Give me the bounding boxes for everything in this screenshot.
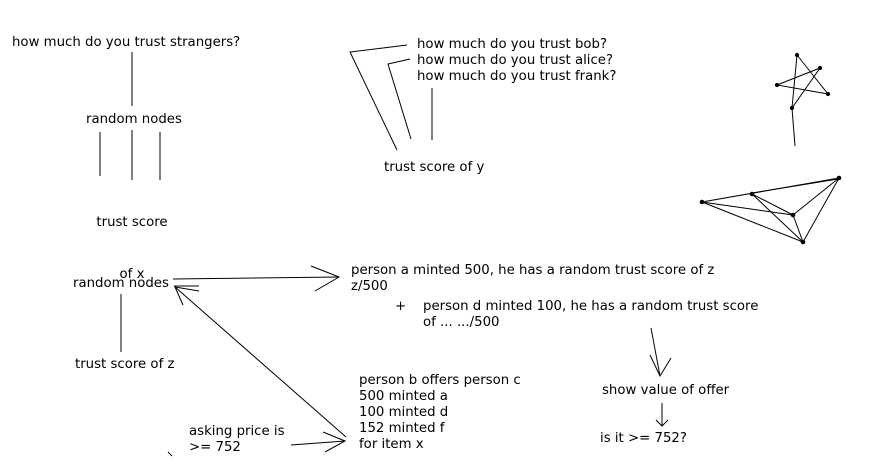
trust-strangers-question: how much do you trust strangers? xyxy=(12,35,241,50)
star-sketch xyxy=(774,52,831,147)
person-a-text-line1: person a minted 500, he has a random tru… xyxy=(351,263,715,278)
offer-text-line5: for item x xyxy=(359,437,424,452)
connector-alice-bracket xyxy=(387,58,412,140)
show-value-of-offer-label: show value of offer xyxy=(602,383,730,398)
trust-score-of-z-label: trust score of z xyxy=(75,357,175,372)
stray-mark xyxy=(167,451,173,457)
arrow-nodes-to-person-a xyxy=(172,265,341,292)
trust-score-of-x-line2: of x xyxy=(119,267,145,282)
offer-text-line2: 500 minted a xyxy=(359,389,448,404)
person-d-text-line1: person d minted 100, he has a random tru… xyxy=(423,299,759,314)
trust-score-of-x-line1: trust score xyxy=(96,215,168,230)
connector-bob-bracket xyxy=(349,44,408,151)
arrow-asking-price-to-offer xyxy=(290,431,347,453)
asking-price-line1: asking price is xyxy=(189,424,285,439)
arrow-offer-to-nodes xyxy=(174,286,347,438)
is-it-752-label: is it >= 752? xyxy=(600,431,687,446)
arrow-persond-to-show-value xyxy=(649,327,672,378)
trust-score-of-y-label: trust score of y xyxy=(384,160,485,175)
offer-text-line1: person b offers person c xyxy=(359,373,521,388)
offer-text-line4: 152 minted f xyxy=(359,421,445,436)
person-a-text-line2: z/500 xyxy=(351,279,388,294)
random-nodes-bottom-label: random nodes xyxy=(73,276,169,291)
person-d-text-line2: of ... .../500 xyxy=(423,315,500,330)
network-sketch xyxy=(699,175,842,245)
asking-price-line2: >= 752 xyxy=(189,440,241,455)
plus-sign: + xyxy=(395,299,407,314)
trust-score-of-x-label: trust score of x xyxy=(92,181,172,301)
trust-alice-question: how much do you trust alice? xyxy=(417,53,614,68)
trust-bob-question: how much do you trust bob? xyxy=(417,37,608,52)
arrow-show-value-to-check xyxy=(655,403,669,427)
offer-text-line3: 100 minted d xyxy=(359,405,449,420)
trust-frank-question: how much do you trust frank? xyxy=(417,69,617,84)
random-nodes-top-label: random nodes xyxy=(86,112,182,127)
